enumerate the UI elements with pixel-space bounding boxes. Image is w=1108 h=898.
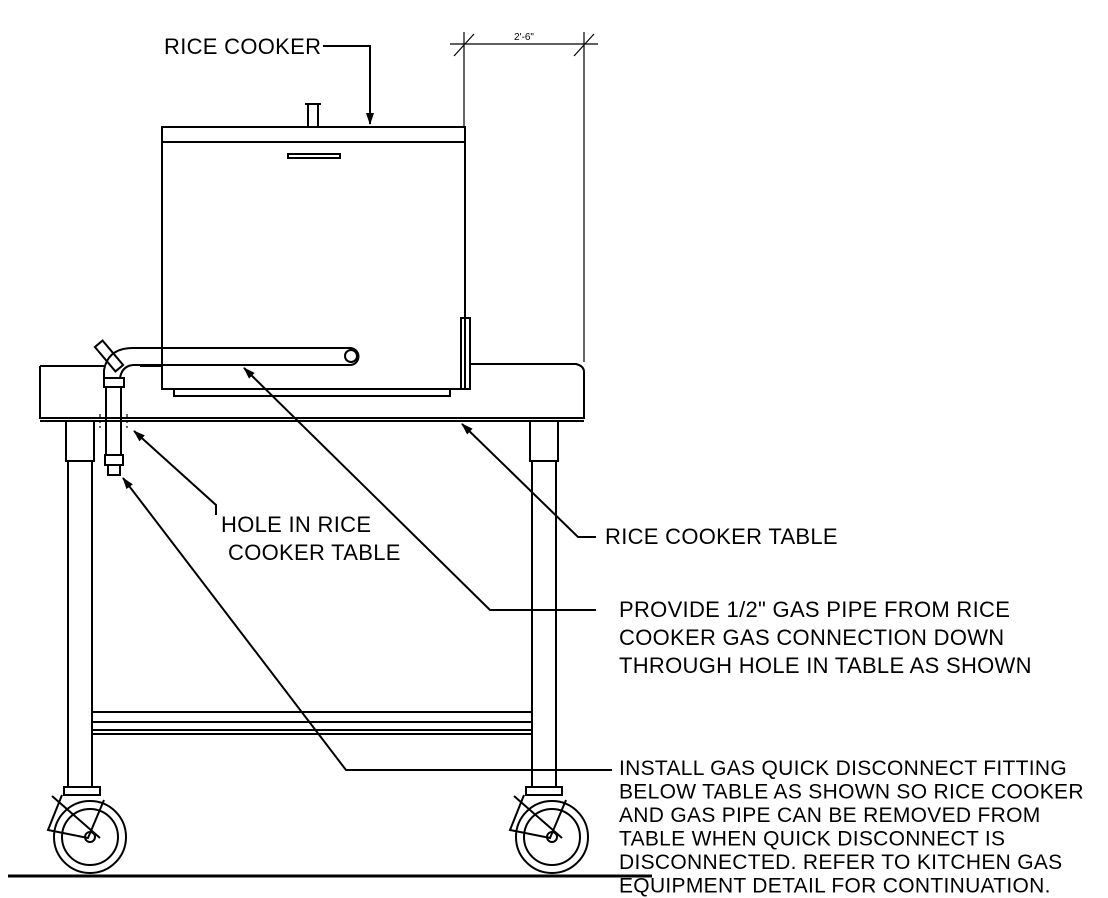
pipe-note-line-3: THROUGH HOLE IN TABLE AS SHOWN (619, 653, 1032, 678)
leader-lines (122, 45, 612, 771)
disconnect-note-line-2: BELOW TABLE AS SHOWN SO RICE COOKER (619, 781, 1084, 804)
height-dimension (450, 32, 598, 362)
gas-pipe (93, 339, 360, 476)
disconnect-note-line-4: TABLE WHEN QUICK DISCONNECT IS (619, 828, 1005, 851)
dimension-label: 2'-6" (514, 32, 534, 43)
disconnect-note-line-6: EQUIPMENT DETAIL FOR CONTINUATION. (619, 875, 1051, 898)
right-caster (508, 786, 589, 874)
pipe-note-line-1: PROVIDE 1/2" GAS PIPE FROM RICE (619, 597, 1010, 622)
disconnect-note-line-5: DISCONNECTED. REFER TO KITCHEN GAS (619, 851, 1062, 874)
hole-label-line-2: COOKER TABLE (228, 540, 401, 565)
table-label: RICE COOKER TABLE (605, 524, 838, 549)
left-caster (46, 786, 127, 874)
rice-cooker-label: RICE COOKER (164, 34, 321, 59)
disconnect-note-line-3: AND GAS PIPE CAN BE REMOVED FROM (619, 804, 1041, 827)
hole-label-line-1: HOLE IN RICE (221, 512, 371, 537)
pipe-note-line-2: COOKER GAS CONNECTION DOWN (619, 625, 1004, 650)
rice-cooker (161, 103, 471, 397)
disconnect-note-line-1: INSTALL GAS QUICK DISCONNECT FITTING (619, 757, 1067, 780)
rice-cooker-table (39, 363, 585, 788)
